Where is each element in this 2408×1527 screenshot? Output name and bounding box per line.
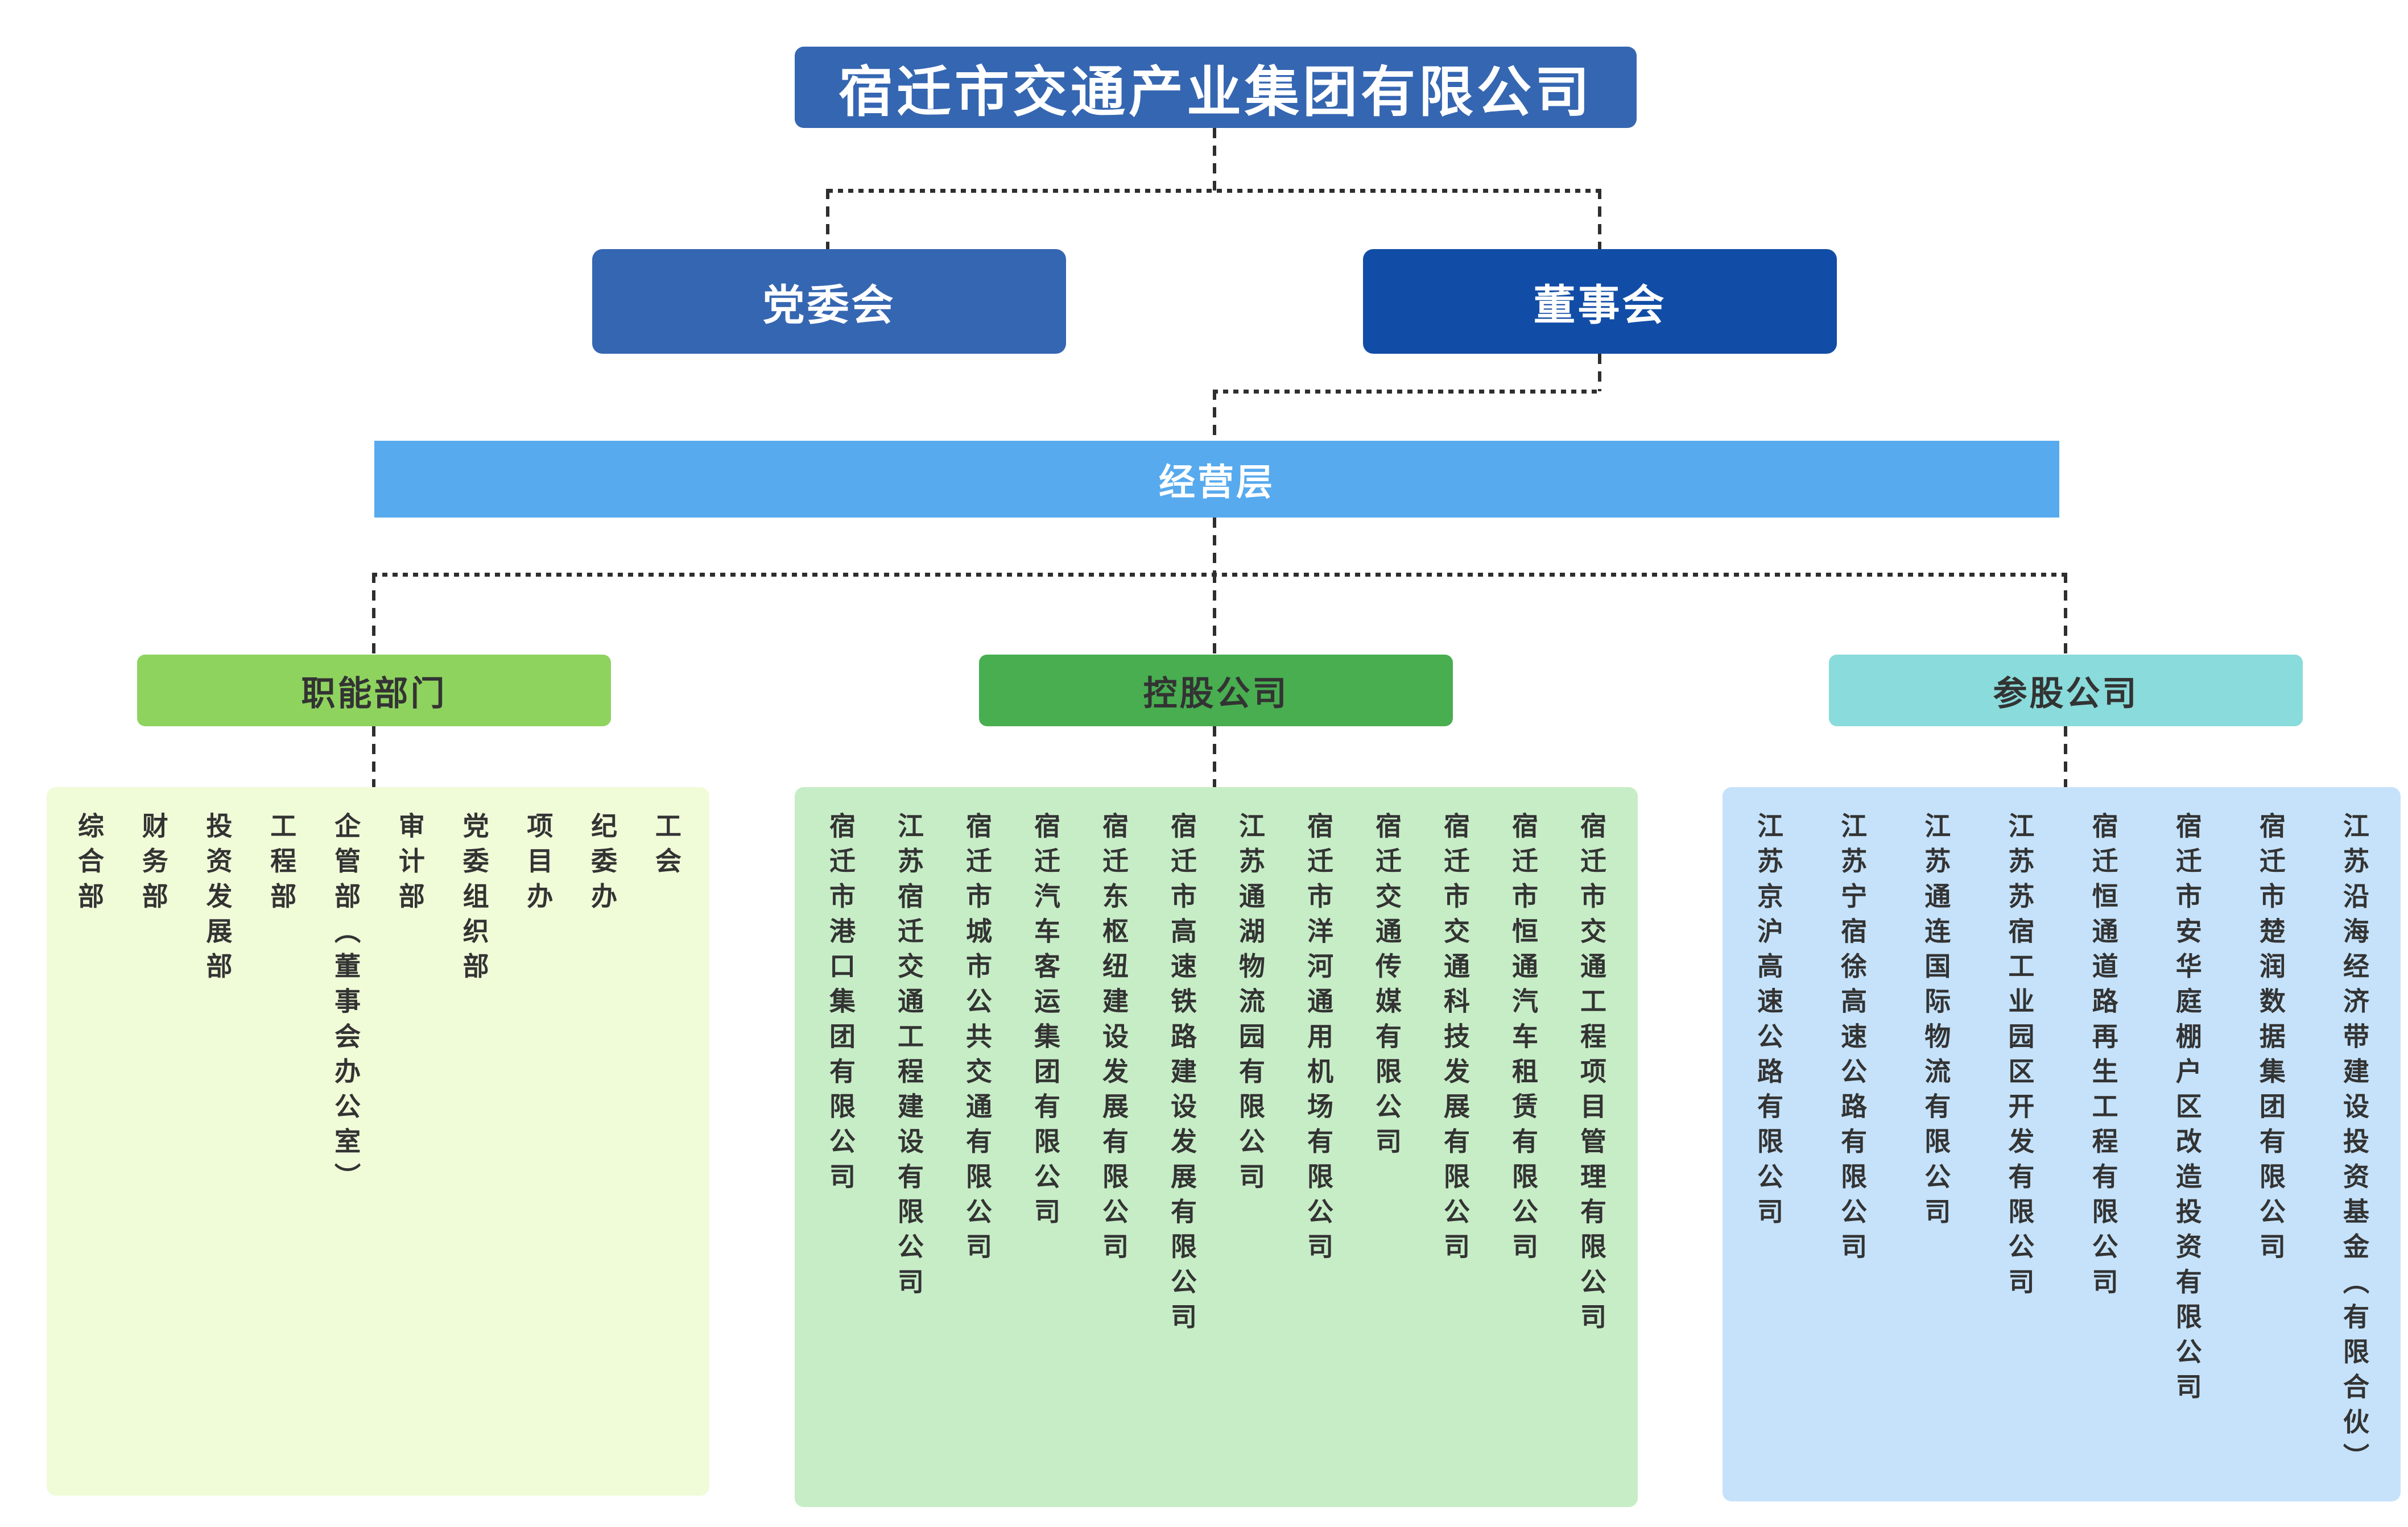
holding-companies-label: 控股公司 <box>1143 674 1289 713</box>
invested-company-item: 宿迁市安华庭棚户区改造投资有限公司 <box>2172 812 2202 1408</box>
invested-company-item: 江苏京沪高速公路有限公司 <box>1754 812 1783 1233</box>
connector-line <box>1213 128 1216 191</box>
board-of-directors-box: 董事会 <box>1363 249 1837 354</box>
board-of-directors-label: 董事会 <box>1533 281 1667 329</box>
department-item: 纪委办 <box>588 812 618 917</box>
department-item: 党委组织部 <box>459 812 489 988</box>
management-layer-bar: 经营层 <box>374 441 2059 518</box>
holding-company-item: 宿迁交通传媒有限公司 <box>1372 812 1402 1163</box>
holding-companies-header: 控股公司 <box>979 655 1453 726</box>
invested-company-item: 江苏苏宿工业园区开发有限公司 <box>2005 812 2035 1303</box>
department-item: 项目办 <box>523 812 554 917</box>
invested-companies-label: 参股公司 <box>1993 674 2139 713</box>
holding-companies-panel: 宿迁市港口集团有限公司 江苏宿迁交通工程建设有限公司 宿迁市城市公共交通有限公司 宿迁… <box>795 787 1638 1507</box>
management-layer-label: 经营层 <box>1159 461 1275 503</box>
functional-departments-header: 职能部门 <box>137 655 611 726</box>
holding-company-item: 宿迁东枢纽建设发展有限公司 <box>1099 812 1129 1268</box>
connector-line <box>1598 354 1601 391</box>
holding-company-item: 宿迁市港口集团有限公司 <box>826 812 856 1198</box>
holding-company-item: 江苏宿迁交通工程建设有限公司 <box>894 812 924 1303</box>
invested-companies-header: 参股公司 <box>1829 655 2303 726</box>
invested-company-item: 江苏通连国际物流有限公司 <box>1921 812 1951 1233</box>
department-item: 财务部 <box>138 812 168 917</box>
holding-company-item: 宿迁市高速铁路建设发展有限公司 <box>1167 812 1197 1338</box>
connector-line <box>1213 390 1601 394</box>
department-item: 工程部 <box>267 812 297 917</box>
functional-departments-panel: 综合部 财务部 投资发展部 工程部 企管部（董事会办公室） 审计部 党委组织部 项目办 纪委办 工… <box>47 787 709 1496</box>
functional-departments-label: 职能部门 <box>301 674 447 713</box>
connector-line <box>1598 189 1601 249</box>
department-item: 投资发展部 <box>203 812 233 988</box>
invested-company-item: 江苏宁宿徐高速公路有限公司 <box>1837 812 1868 1268</box>
holding-company-item: 宿迁汽车客运集团有限公司 <box>1031 812 1060 1233</box>
holding-company-item: 宿迁市交通科技发展有限公司 <box>1440 812 1470 1268</box>
connector-line <box>2064 726 2067 787</box>
root-company-label: 宿迁市交通产业集团有限公司 <box>839 62 1593 123</box>
department-item: 企管部（董事会办公室） <box>331 812 361 1198</box>
holding-company-item: 宿迁市恒通汽车租赁有限公司 <box>1509 812 1538 1268</box>
invested-companies-panel: 江苏京沪高速公路有限公司 江苏宁宿徐高速公路有限公司 江苏通连国际物流有限公司 江苏苏… <box>1723 787 2401 1501</box>
invested-company-item: 宿迁恒通道路再生工程有限公司 <box>2088 812 2118 1303</box>
connector-line <box>1213 573 1216 655</box>
department-item: 工会 <box>651 812 681 883</box>
party-committee-label: 党委会 <box>762 281 896 329</box>
root-company-box: 宿迁市交通产业集团有限公司 <box>795 47 1637 128</box>
connector-line <box>1213 518 1216 574</box>
connector-line <box>372 726 375 787</box>
connector-line <box>1213 390 1216 441</box>
department-item: 综合部 <box>75 812 104 917</box>
invested-company-item: 宿迁市楚润数据集团有限公司 <box>2256 812 2286 1268</box>
department-item: 审计部 <box>395 812 425 917</box>
connector-line <box>372 573 2067 577</box>
connector-line <box>372 573 375 655</box>
party-committee-box: 党委会 <box>592 249 1066 354</box>
holding-company-item: 宿迁市洋河通用机场有限公司 <box>1304 812 1333 1268</box>
holding-company-item: 宿迁市交通工程项目管理有限公司 <box>1577 812 1606 1338</box>
holding-company-item: 江苏通湖物流园有限公司 <box>1236 812 1265 1198</box>
holding-company-item: 宿迁市城市公共交通有限公司 <box>963 812 992 1268</box>
connector-line <box>1213 726 1216 787</box>
connector-line <box>826 189 829 249</box>
connector-line <box>828 189 1601 193</box>
invested-company-item: 江苏沿海经济带建设投资基金（有限合伙） <box>2339 812 2369 1479</box>
connector-line <box>2064 573 2067 655</box>
